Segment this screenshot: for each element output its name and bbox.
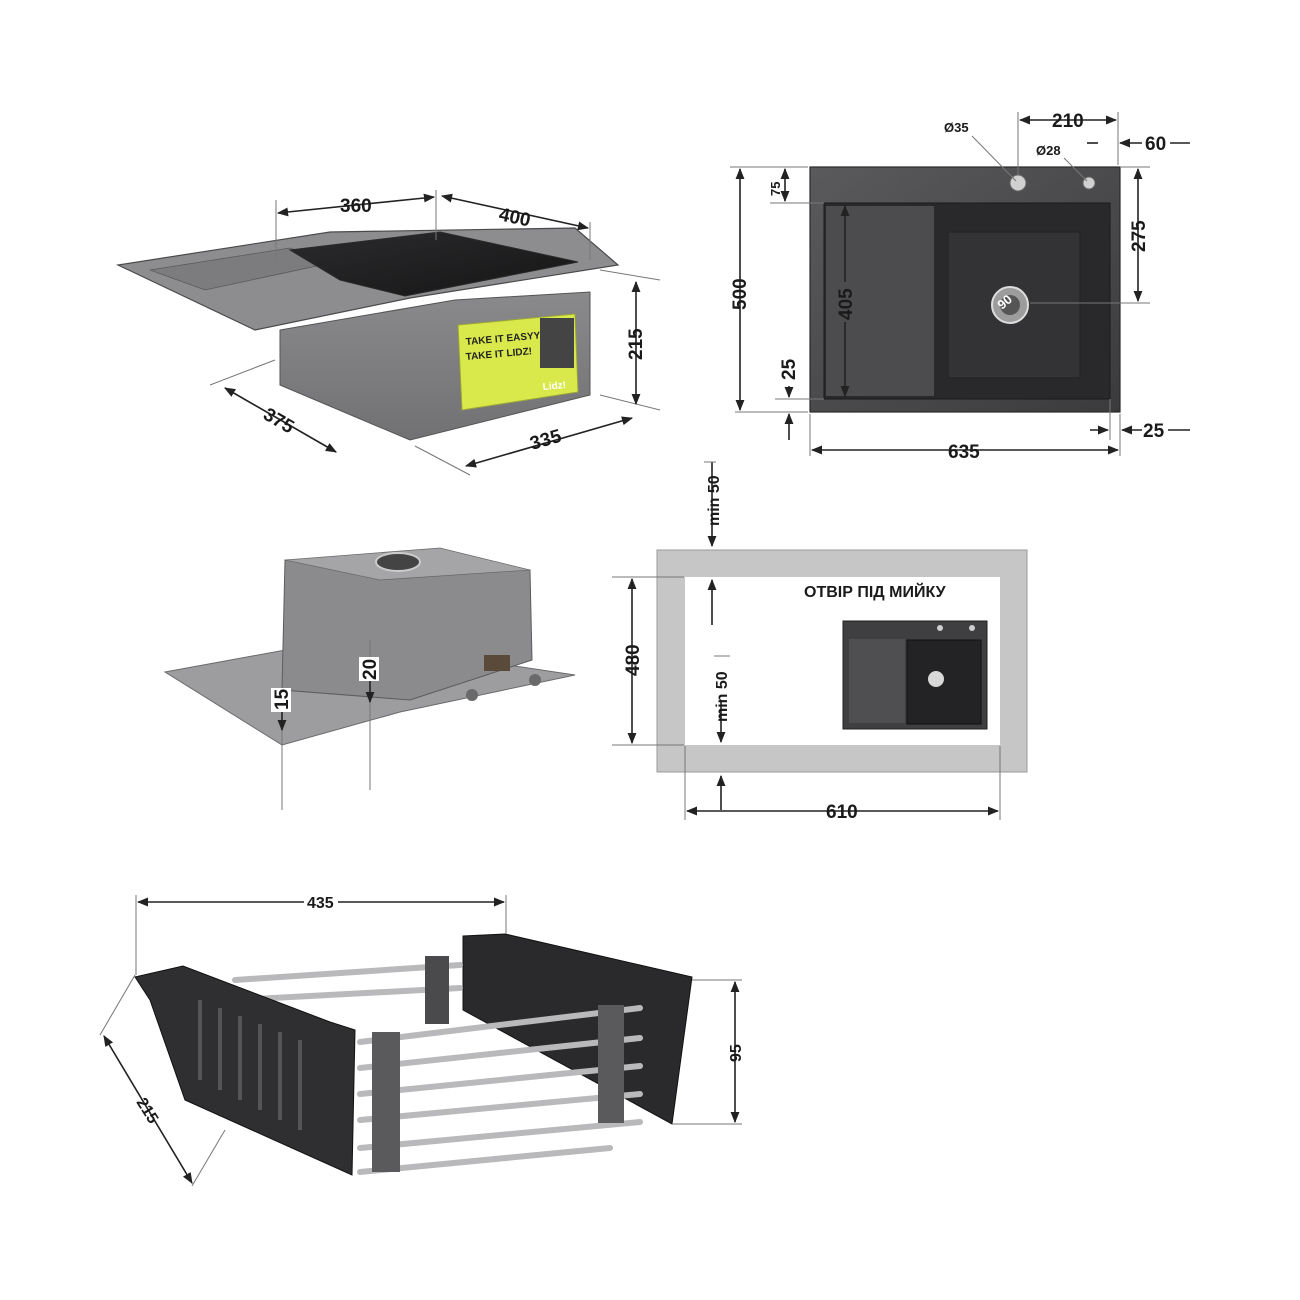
- dim-210: 210: [1052, 111, 1084, 132]
- mount-bolt-1: [466, 689, 478, 701]
- dim-20: 20: [360, 659, 381, 680]
- bottom-view: 15 20: [163, 547, 576, 810]
- dim-635: 635: [948, 442, 980, 463]
- dim-610: 610: [826, 802, 858, 823]
- dim-335: 335: [528, 426, 565, 455]
- overflow-box: [484, 655, 510, 671]
- plan-view: Ø35 Ø28 210 60 75 500 405 25: [730, 111, 1190, 463]
- dim-60: 60: [1145, 134, 1166, 155]
- basket-clip-left: [372, 1032, 400, 1172]
- dim-15: 15: [272, 688, 293, 710]
- dim-25-left: 25: [779, 358, 800, 380]
- mount-bolt-2: [529, 674, 541, 686]
- dim-d28: Ø28: [1036, 143, 1061, 158]
- basket-rods: [232, 962, 643, 1175]
- cutout-bowl: [906, 639, 982, 725]
- dim-400: 400: [497, 204, 532, 231]
- dim-25-right: 25: [1143, 421, 1165, 442]
- iso-top-view: TAKE IT EASYYY TAKE IT LIDZ! Lidz! 360 4…: [115, 190, 661, 476]
- dim-275: 275: [1129, 220, 1150, 252]
- dim-215: 215: [626, 328, 647, 360]
- cutout-tap-2: [969, 625, 975, 631]
- dim-435: 435: [307, 895, 334, 912]
- cutout-title: ОТВІР ПІД МИЙКУ: [804, 582, 947, 601]
- basket-slats: [198, 1000, 302, 1130]
- dim-500: 500: [730, 278, 751, 310]
- product-label: TAKE IT EASYYY TAKE IT LIDZ! Lidz!: [457, 313, 579, 411]
- dim-360: 360: [340, 196, 372, 217]
- dim-375: 375: [260, 404, 298, 438]
- basket-back-frame: [462, 933, 693, 1125]
- dim-480: 480: [623, 644, 644, 676]
- dim-min50-top: min 50: [706, 475, 723, 526]
- dim-95: 95: [728, 1044, 745, 1062]
- basket-view: 435 215 95: [99, 893, 745, 1187]
- basket-clip-back: [425, 956, 449, 1024]
- cutout-drain: [928, 671, 944, 687]
- cutout-view: ОТВІР ПІД МИЙКУ min 50 min 50 480 610: [612, 461, 1028, 823]
- dim-min50-mid: min 50: [714, 671, 731, 722]
- cutout-drainer: [849, 639, 905, 723]
- label-photo: [540, 318, 574, 368]
- label-brand: Lidz!: [542, 380, 566, 393]
- dim-d35: Ø35: [944, 120, 969, 135]
- cutout-tap-1: [937, 625, 943, 631]
- dim-405: 405: [836, 288, 857, 320]
- dim-75: 75: [768, 182, 783, 196]
- bottom-drain: [375, 552, 421, 572]
- bowl-opening: [288, 231, 579, 297]
- dim-215: 215: [133, 1095, 162, 1127]
- drain-center: [1000, 295, 1020, 315]
- basket-clip-right: [598, 1005, 624, 1123]
